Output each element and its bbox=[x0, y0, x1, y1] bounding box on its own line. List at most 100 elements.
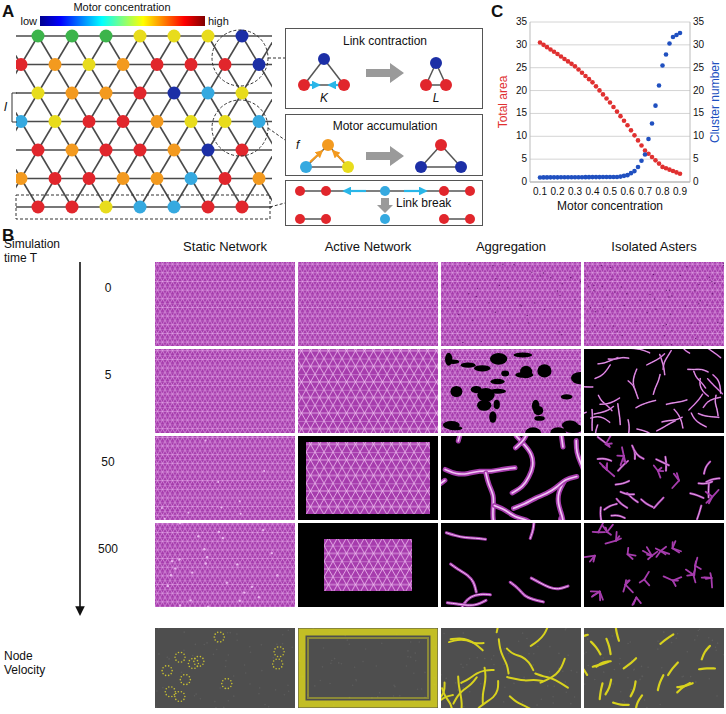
velocity-dot bbox=[180, 682, 182, 684]
speck bbox=[178, 558, 180, 560]
speck bbox=[630, 641, 632, 643]
velocity-dot bbox=[189, 682, 191, 684]
speck bbox=[624, 305, 625, 306]
snapshot-ground bbox=[441, 523, 581, 607]
simulation-snapshot bbox=[298, 262, 438, 346]
filament-core bbox=[441, 480, 445, 517]
aster-arm bbox=[706, 497, 712, 503]
speck bbox=[261, 670, 263, 672]
speck bbox=[259, 687, 261, 689]
speck bbox=[624, 701, 626, 703]
speck bbox=[197, 535, 199, 537]
filament-core bbox=[662, 417, 682, 422]
speck bbox=[250, 651, 252, 653]
callout-circle bbox=[212, 30, 268, 86]
speck bbox=[694, 639, 696, 641]
speck bbox=[653, 274, 654, 275]
area-point bbox=[611, 105, 616, 110]
filament bbox=[606, 639, 610, 654]
area-point bbox=[594, 84, 599, 89]
speck bbox=[228, 700, 230, 702]
aster-arm bbox=[590, 556, 595, 562]
filament bbox=[662, 417, 682, 422]
speck bbox=[666, 324, 667, 325]
filament-core bbox=[451, 564, 477, 592]
filament bbox=[595, 425, 597, 433]
network-node bbox=[236, 201, 249, 214]
speck bbox=[399, 695, 401, 697]
speck bbox=[356, 680, 358, 682]
filament bbox=[641, 499, 653, 507]
mechanism-box: Motor accumulationf bbox=[285, 114, 483, 176]
network-node bbox=[236, 30, 249, 43]
speck bbox=[320, 680, 322, 682]
speck bbox=[191, 571, 193, 573]
gridline bbox=[530, 90, 690, 91]
speck bbox=[393, 684, 395, 686]
aster-arm bbox=[673, 580, 678, 582]
speck bbox=[626, 293, 627, 294]
filament bbox=[594, 406, 613, 414]
speck bbox=[334, 658, 336, 660]
speck bbox=[624, 270, 625, 271]
speck bbox=[288, 691, 290, 693]
speck bbox=[708, 637, 710, 639]
filament-core bbox=[515, 436, 530, 448]
velocity-dot bbox=[278, 668, 280, 670]
tick-label: 30 bbox=[693, 39, 704, 51]
network-node bbox=[100, 87, 113, 100]
speck bbox=[613, 325, 614, 326]
velocity-dot bbox=[223, 636, 225, 638]
area-point bbox=[643, 148, 648, 153]
callout-circle bbox=[212, 100, 268, 156]
speck bbox=[282, 634, 284, 636]
filament-core bbox=[629, 349, 649, 353]
filament bbox=[616, 628, 619, 641]
speck bbox=[504, 686, 506, 688]
speck bbox=[222, 537, 224, 539]
filament bbox=[591, 417, 610, 423]
network-node bbox=[236, 144, 249, 157]
speck bbox=[236, 639, 238, 641]
speck bbox=[697, 635, 699, 637]
speck bbox=[284, 694, 286, 696]
filament-core bbox=[458, 436, 494, 441]
axis-title: Simulation time T bbox=[4, 238, 78, 266]
speck bbox=[263, 470, 265, 472]
speck bbox=[352, 684, 354, 686]
speck bbox=[187, 682, 189, 684]
mechanism-part bbox=[377, 198, 393, 213]
speck bbox=[723, 263, 724, 264]
network-node bbox=[134, 30, 147, 43]
speck bbox=[714, 283, 715, 284]
velocity-dot bbox=[181, 700, 183, 702]
contracted-network bbox=[324, 539, 412, 591]
aster-arm bbox=[625, 580, 629, 584]
speck bbox=[406, 665, 408, 667]
network-node bbox=[168, 144, 181, 157]
filament bbox=[666, 400, 686, 404]
filament-core bbox=[688, 369, 708, 372]
speck bbox=[314, 685, 316, 687]
network-node bbox=[16, 172, 28, 185]
speck bbox=[504, 648, 506, 650]
speck bbox=[225, 666, 227, 668]
tick-label: 25 bbox=[693, 62, 704, 74]
speck bbox=[639, 679, 641, 681]
speck bbox=[528, 653, 530, 655]
network-node bbox=[49, 58, 62, 71]
time-arrow bbox=[79, 262, 81, 614]
mechanism-part bbox=[295, 186, 305, 196]
aster-arm bbox=[673, 541, 676, 548]
speck bbox=[462, 632, 464, 634]
speck bbox=[189, 599, 191, 601]
velocity-dot bbox=[168, 686, 170, 688]
velocity-dot bbox=[184, 696, 186, 698]
speck bbox=[219, 687, 221, 689]
area-point bbox=[601, 92, 606, 97]
speck bbox=[443, 633, 445, 635]
aster-arm bbox=[598, 523, 603, 532]
speck bbox=[462, 667, 464, 669]
speck bbox=[612, 635, 614, 637]
tick-label: 25 bbox=[516, 62, 527, 74]
